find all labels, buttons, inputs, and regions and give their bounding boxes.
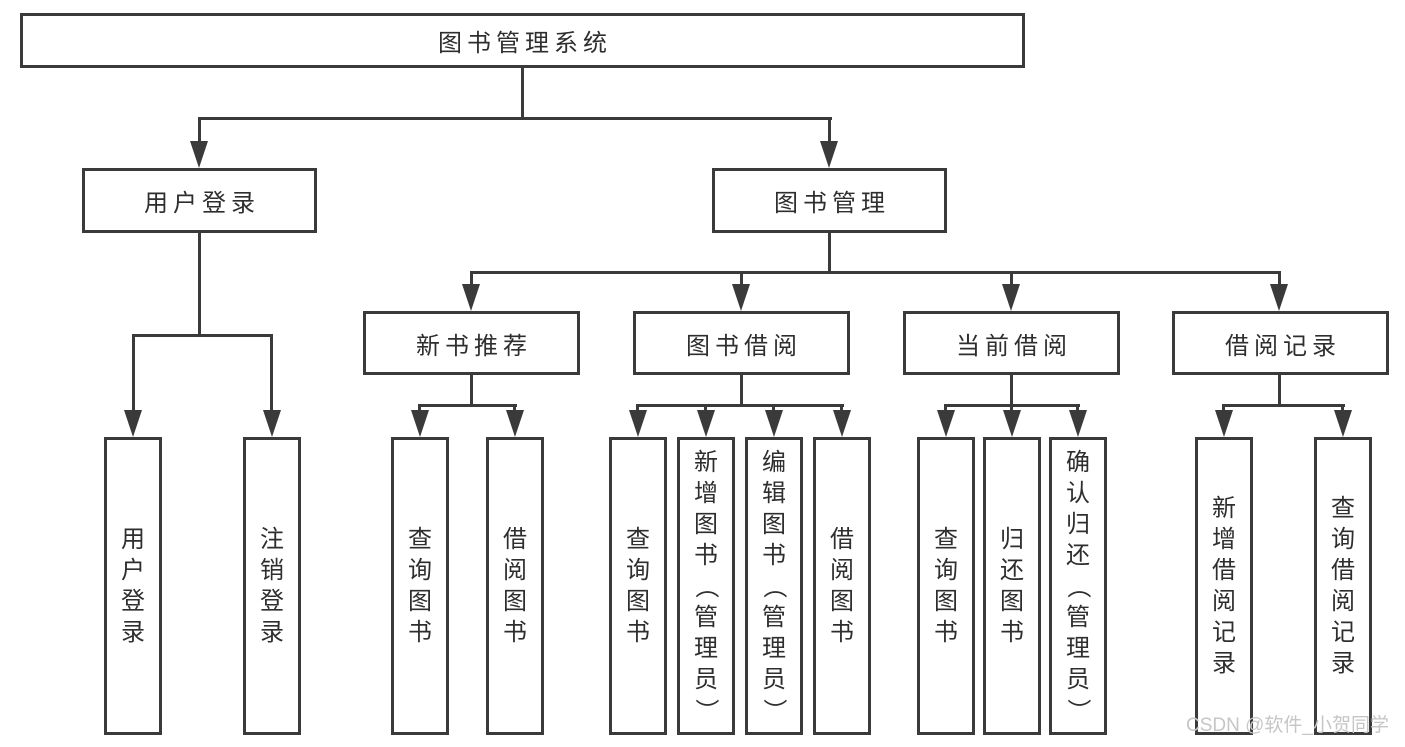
connector-user-stub-2	[270, 334, 273, 410]
leaf-node-confirm-return-admin: 确认归还（管理员）	[1049, 437, 1107, 735]
connector-user-stub-1	[132, 334, 135, 410]
connector-user-rail	[132, 334, 273, 337]
arrowhead-new-book-rec	[462, 284, 480, 311]
leaf-node-query-book-current: 查询图书	[917, 437, 975, 735]
connector-level3-stub-3	[1010, 271, 1013, 284]
leaf-node-query-book-rec: 查询图书	[391, 437, 449, 735]
node-book-management: 图书管理	[712, 168, 947, 233]
node-label: 用户登录	[144, 190, 260, 217]
connector-m2-stub-2	[1010, 404, 1013, 413]
connector-level2-stub-right	[828, 117, 831, 142]
arrowhead-m1-leaf-3	[765, 410, 783, 437]
connector-m1-rail	[636, 404, 844, 407]
connector-user-stem	[198, 233, 201, 334]
connector-root-stem	[521, 68, 524, 120]
leaf-node-query-book-borrow: 查询图书	[609, 437, 667, 735]
leaf-node-add-borrow-record: 新增借阅记录	[1195, 437, 1253, 735]
connector-m3-rail	[1222, 404, 1345, 407]
node-library-management-system: 图书管理系统	[20, 13, 1025, 68]
node-label: 图书管理	[774, 190, 890, 217]
node-new-book-recommendation: 新书推荐	[363, 311, 580, 375]
connector-m2-stub-3	[1076, 404, 1079, 413]
arrowhead-leaf-user-login	[124, 410, 142, 437]
connector-level3-stub-1	[470, 271, 473, 284]
connector-m1-stub-4	[840, 404, 843, 413]
arrowhead-m1-leaf-1	[629, 410, 647, 437]
connector-m0-stem	[470, 374, 473, 405]
connector-m3-stem	[1278, 374, 1281, 405]
node-label: 新书推荐	[416, 332, 532, 360]
leaf-node-borrow-book: 借阅图书	[813, 437, 871, 735]
arrowhead-m3-leaf-2	[1334, 410, 1352, 437]
node-label: 图书管理系统	[438, 30, 612, 57]
arrowhead-m2-leaf-3	[1069, 410, 1087, 437]
connector-m0-stub-1	[418, 404, 421, 413]
connector-level2-rail	[198, 117, 832, 120]
connector-level3-rail	[470, 271, 1281, 274]
connector-m0-stub-2	[513, 404, 516, 413]
arrowhead-book-borrow	[732, 284, 750, 311]
node-label: 当前借阅	[956, 332, 1072, 360]
arrowhead-m3-leaf-1	[1215, 410, 1233, 437]
arrowhead-user-login	[190, 141, 208, 168]
connector-m1-stub-1	[636, 404, 639, 413]
connector-m3-stub-2	[1341, 404, 1344, 413]
node-current-borrowing: 当前借阅	[903, 311, 1120, 375]
arrowhead-m2-leaf-2	[1003, 410, 1021, 437]
leaf-node-return-book: 归还图书	[983, 437, 1041, 735]
leaf-node-borrow-book-rec: 借阅图书	[486, 437, 544, 735]
connector-level3-stub-2	[740, 271, 743, 284]
connector-mgmt-stem	[828, 233, 831, 271]
arrowhead-borrow-records	[1270, 284, 1288, 311]
node-user-login: 用户登录	[82, 168, 317, 233]
arrowhead-m1-leaf-2	[697, 410, 715, 437]
connector-level3-stub-4	[1278, 271, 1281, 284]
connector-m1-stub-3	[772, 404, 775, 413]
leaf-node-logout: 注销登录	[243, 437, 301, 735]
leaf-node-add-book-admin: 新增图书（管理员）	[677, 437, 735, 735]
connector-m2-stub-1	[944, 404, 947, 413]
arrowhead-m0-leaf-2	[506, 410, 524, 437]
connector-level2-stub-left	[198, 117, 201, 142]
arrowhead-m0-leaf-1	[411, 410, 429, 437]
connector-m2-stem	[1010, 374, 1013, 405]
arrowhead-m2-leaf-1	[937, 410, 955, 437]
node-label: 借阅记录	[1225, 332, 1341, 360]
node-label: 图书借阅	[686, 332, 802, 360]
connector-m1-stub-2	[704, 404, 707, 413]
leaf-node-edit-book-admin: 编辑图书（管理员）	[745, 437, 803, 735]
leaf-node-user-login: 用户登录	[104, 437, 162, 735]
arrowhead-m1-leaf-4	[833, 410, 851, 437]
leaf-node-query-borrow-record: 查询借阅记录	[1314, 437, 1372, 735]
arrowhead-current-borrow	[1002, 284, 1020, 311]
arrowhead-book-mgmt	[820, 141, 838, 168]
connector-m1-stem	[740, 374, 743, 405]
node-borrowing-records: 借阅记录	[1172, 311, 1389, 375]
connector-m0-rail	[418, 404, 517, 407]
connector-m3-stub-1	[1222, 404, 1225, 413]
arrowhead-leaf-logout	[263, 410, 281, 437]
node-book-borrowing: 图书借阅	[633, 311, 850, 375]
csdn-watermark: CSDN @软件_小贺同学	[1186, 715, 1389, 736]
